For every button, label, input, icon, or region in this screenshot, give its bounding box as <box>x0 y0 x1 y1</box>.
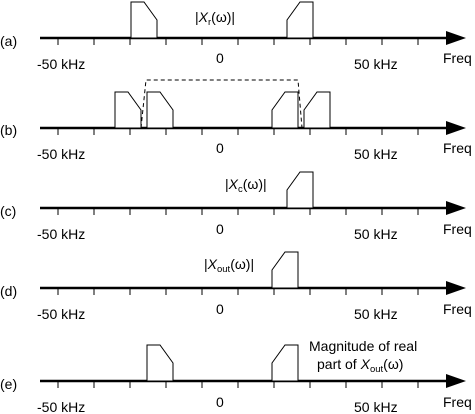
panel-e-label: (e) <box>0 376 17 392</box>
panel-e-axis-label: Freq <box>443 394 472 410</box>
panel-c-tick-label-zero: 0 <box>216 221 224 237</box>
panel-b-tick-label-left: -50 kHz <box>37 146 85 162</box>
panel-a-axis-label: Freq <box>443 50 472 66</box>
panel-a-annotation: |Xr(ω)| <box>195 9 235 28</box>
panel-d-ticks <box>57 288 419 295</box>
panel-a-ticks <box>57 38 419 45</box>
panel-e-annotation-line2: part of Xout(ω) <box>317 356 403 375</box>
panel-a-positive-band <box>286 1 314 39</box>
panel-e-positive-band <box>271 344 299 382</box>
panel-d-tick-label-zero: 0 <box>216 301 224 317</box>
panel-b-axis-label: Freq <box>443 140 472 156</box>
panel-e-tick-label-zero: 0 <box>216 394 224 410</box>
panel-d-tick-label-left: -50 kHz <box>37 306 85 322</box>
panel-c-axis-label: Freq <box>443 221 472 237</box>
panel-a-axis-arrow <box>446 31 466 45</box>
panel-d: (d) |Xout(ω)| -50 kHz 0 50 kHz Freq <box>0 251 472 322</box>
panel-c-tick-label-left: -50 kHz <box>37 226 85 242</box>
panel-d-positive-band <box>271 251 299 289</box>
panel-a-label: (a) <box>0 33 17 49</box>
panel-b-negative-band <box>146 91 174 129</box>
panel-b-axis-arrow <box>446 121 466 135</box>
panel-e-tick-label-left: -50 kHz <box>37 399 85 414</box>
panel-d-annotation: |Xout(ω)| <box>204 256 254 275</box>
panel-c-ticks <box>57 208 419 215</box>
panel-a-tick-label-left: -50 kHz <box>37 56 85 72</box>
panel-e-negative-band <box>146 344 174 382</box>
panel-e-annotation-line1: Magnitude of real <box>309 338 417 354</box>
panel-b: (b) -50 kHz 0 50 kHz Freq <box>0 79 472 162</box>
panel-b-tick-label-zero: 0 <box>216 140 224 156</box>
panel-b-positive-band <box>271 91 299 129</box>
panel-d-tick-label-right: 50 kHz <box>354 306 398 322</box>
panel-a-negative-band <box>130 1 158 39</box>
panel-c-label: (c) <box>0 203 16 219</box>
panel-b-tick-label-right: 50 kHz <box>354 146 398 162</box>
panel-d-axis-label: Freq <box>443 301 472 317</box>
panel-c-annotation: |Xc(ω)| <box>225 176 267 195</box>
panel-d-axis-arrow <box>446 281 466 295</box>
panel-c-tick-label-right: 50 kHz <box>354 226 398 242</box>
panel-b-filter-envelope <box>140 79 303 129</box>
panel-a: (a) |Xr(ω)| -50 kHz 0 50 kHz Freq <box>0 1 472 72</box>
panel-b-label: (b) <box>0 122 17 138</box>
panel-c-axis-arrow <box>446 201 466 215</box>
panel-b-ticks <box>57 128 419 135</box>
panel-b-positive-image-band <box>303 91 331 129</box>
panel-c-positive-band <box>286 171 314 209</box>
panel-d-label: (d) <box>0 283 17 299</box>
panel-b-negative-image-band <box>114 91 142 129</box>
panel-a-tick-label-zero: 0 <box>216 50 224 66</box>
panel-e: (e) Magnitude of real part of Xout(ω) -5… <box>0 338 472 414</box>
panel-e-tick-label-right: 50 kHz <box>354 399 398 414</box>
panel-e-axis-arrow <box>446 374 466 388</box>
panel-a-tick-label-right: 50 kHz <box>354 56 398 72</box>
panel-e-ticks <box>57 381 419 388</box>
panel-c: (c) |Xc(ω)| -50 kHz 0 50 kHz Freq <box>0 171 472 242</box>
